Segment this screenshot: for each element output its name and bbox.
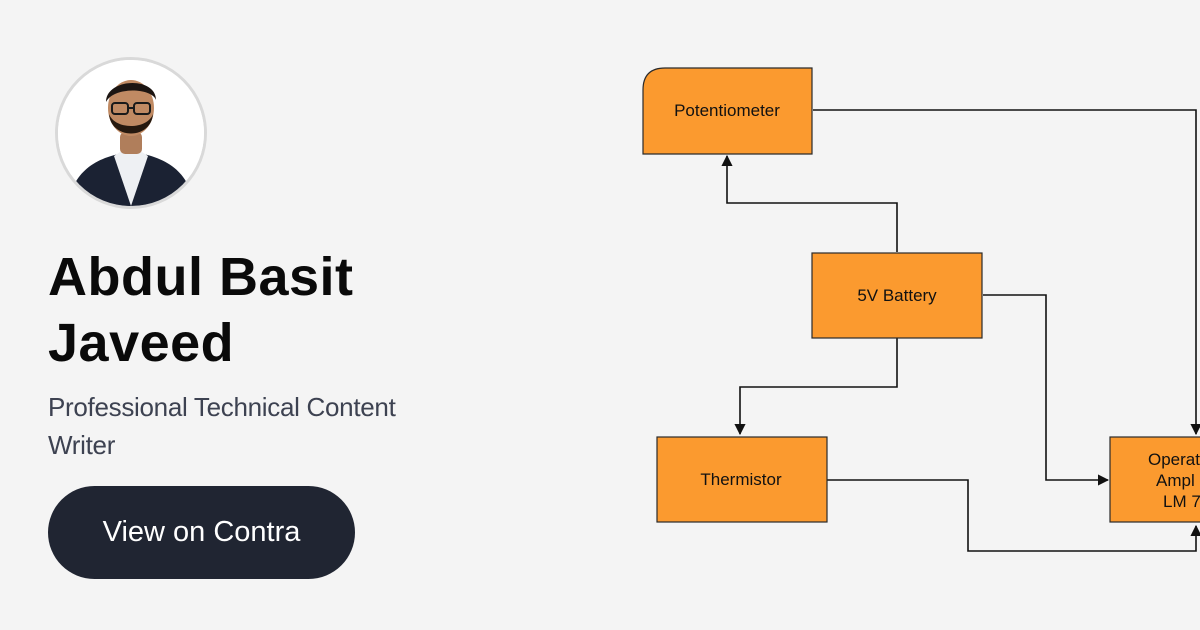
- thermistor-label: Thermistor: [700, 470, 782, 489]
- connector-battery-to-potentiometer: [721, 154, 898, 252]
- battery-node: [811, 252, 983, 339]
- connector-battery-to-opamp: [983, 294, 1110, 486]
- opamp-label-line-3: LM 7: [1163, 492, 1200, 511]
- avatar: [55, 57, 207, 209]
- block-diagram-svg: Potentiometer 5V Battery Thermistor Oper…: [642, 67, 1200, 552]
- opamp-node: [1109, 436, 1200, 523]
- connector-battery-to-thermistor: [734, 338, 898, 436]
- opamp-label-line-2: Ampl: [1156, 471, 1195, 490]
- potentiometer-node: [642, 67, 813, 155]
- profile-name: Abdul Basit Javeed: [48, 244, 528, 376]
- profile-title: Professional Technical Content Writer: [48, 388, 468, 464]
- name-line-1: Abdul Basit: [48, 247, 354, 307]
- title-line-1: Professional Technical Content: [48, 392, 396, 422]
- name-line-2: Javeed: [48, 313, 235, 373]
- opamp-label-line-1: Operat: [1148, 450, 1200, 469]
- connector-thermistor-to-opamp: [827, 479, 1200, 552]
- thermistor-node: [656, 436, 828, 523]
- view-on-contra-button[interactable]: View on Contra: [48, 486, 355, 579]
- battery-label: 5V Battery: [857, 286, 937, 305]
- profile-photo: [58, 60, 204, 206]
- profile-section: Abdul Basit Javeed Professional Technica…: [48, 0, 568, 630]
- connector-potentiometer-to-opamp: [813, 109, 1200, 436]
- title-line-2: Writer: [48, 430, 116, 460]
- potentiometer-label: Potentiometer: [674, 101, 780, 120]
- block-diagram: Potentiometer 5V Battery Thermistor Oper…: [600, 0, 1200, 630]
